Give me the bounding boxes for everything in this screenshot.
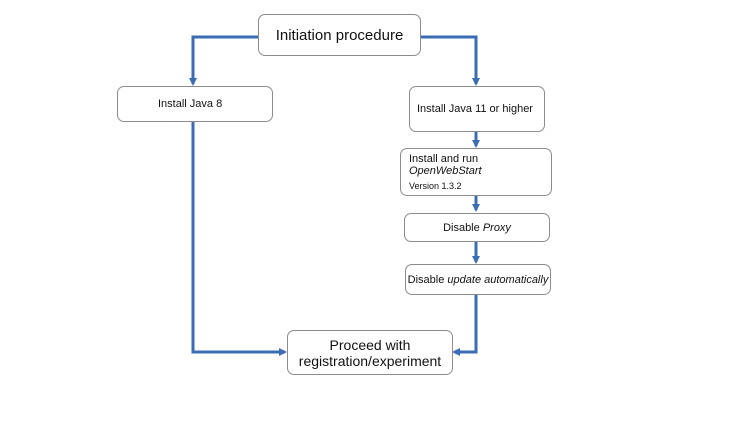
node-disable-update: Disable update automatically	[405, 264, 551, 295]
node-install-openwebstart: Install and run OpenWebStart Version 1.3…	[400, 148, 552, 196]
initiation-label: Initiation procedure	[275, 26, 404, 44]
proxy-emphasis: Proxy	[482, 221, 511, 234]
node-initiation-procedure: Initiation procedure	[258, 14, 421, 56]
java8-label: Install Java 8	[158, 98, 223, 110]
proxy-prefix: Disable	[443, 221, 480, 234]
openwebstart-name: OpenWebStart	[409, 165, 482, 177]
node-install-java-11: Install Java 11 or higher	[409, 86, 545, 132]
openwebstart-prefix: Install and run	[409, 153, 479, 165]
node-proceed-registration: Proceed with registration/experiment	[287, 330, 453, 375]
proceed-line-2: registration/experiment	[298, 352, 442, 369]
connector-initiation-to-java11	[420, 35, 480, 86]
update-prefix: Disable	[407, 273, 445, 286]
connector-initiation-to-java8	[189, 35, 258, 86]
update-emphasis: update automatically	[447, 273, 549, 286]
proceed-line-1: Proceed with	[329, 336, 411, 353]
connector-java8-to-proceed	[191, 122, 287, 356]
node-disable-proxy: Disable Proxy	[404, 213, 550, 242]
java11-label: Install Java 11 or higher	[417, 103, 533, 115]
connector-update-to-proceed	[452, 295, 478, 356]
openwebstart-title: Install and run OpenWebStart	[409, 153, 551, 177]
node-install-java-8: Install Java 8	[117, 86, 273, 122]
openwebstart-version: Version 1.3.2	[409, 181, 462, 191]
